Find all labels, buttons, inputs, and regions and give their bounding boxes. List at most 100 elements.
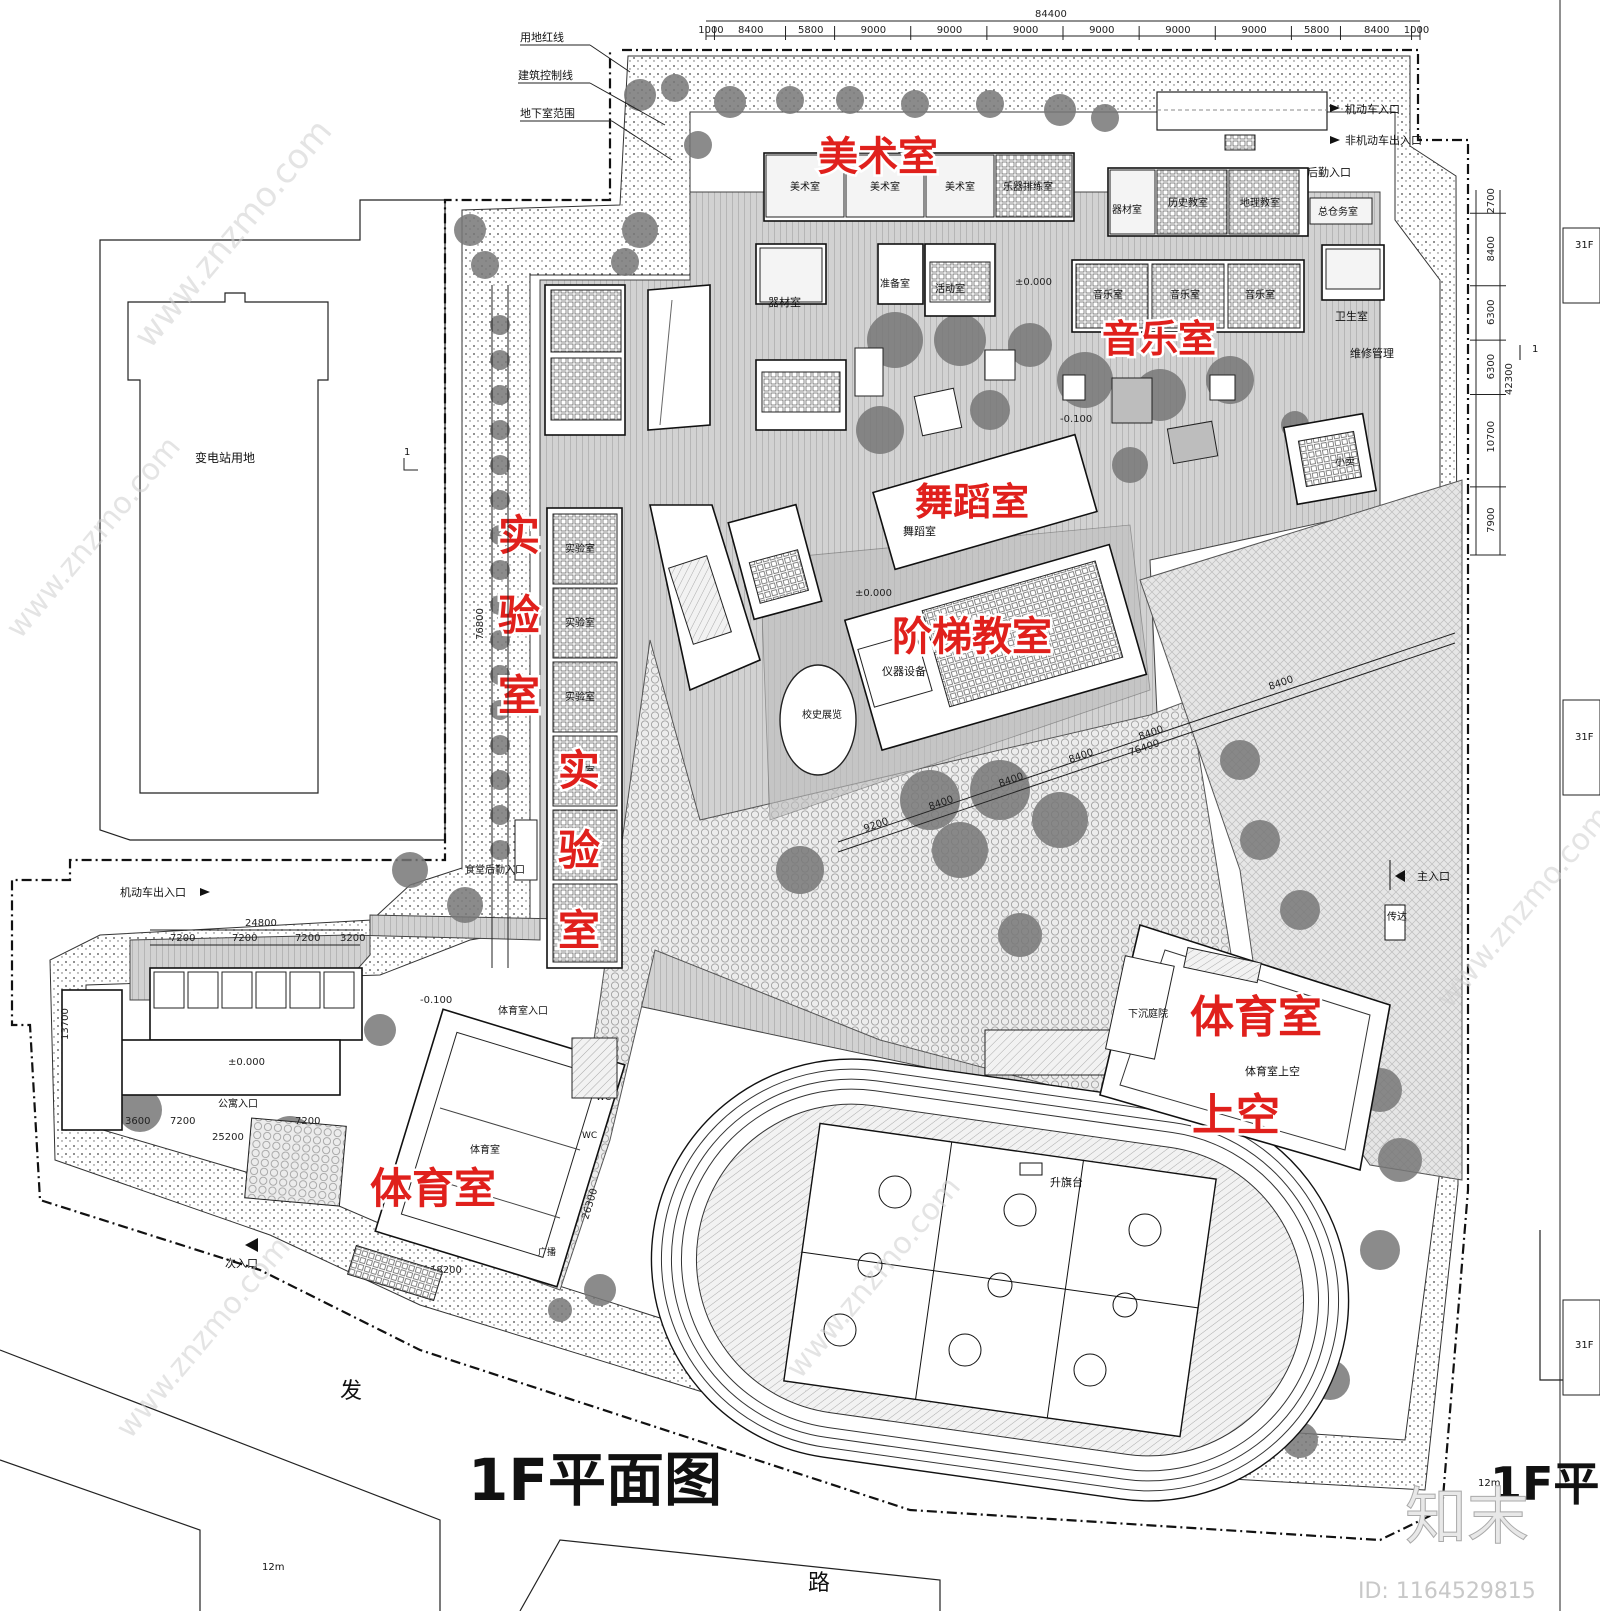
flag-platform: 升旗台: [1050, 1175, 1083, 1189]
apartment-unit: [323, 971, 355, 1009]
apt-dim-s2: 7200: [170, 1116, 195, 1127]
road-width-2: 12m: [1478, 1478, 1500, 1489]
apt-dim-b: 7200: [232, 933, 257, 944]
activity-room: 活动室: [935, 282, 965, 295]
apt-dim-a: 7200: [170, 933, 195, 944]
gym-left-title: 体育室: [370, 1164, 496, 1213]
art-room-title: 美术室: [818, 134, 938, 180]
road-name-2: 路: [808, 1571, 830, 1596]
site-boundary: [10, 48, 1470, 1542]
lab-column: 实验室 实验室 实验室 实验室 实验室 食堂后勤入口: [465, 507, 623, 969]
gym-void-label: 体育室上空: [1245, 1064, 1300, 1078]
music-room-title: 音乐室: [1102, 317, 1216, 361]
lab-title-char: 验: [558, 826, 600, 875]
right-dim-segment: 10700: [1486, 421, 1497, 453]
lab-title-char: 实: [558, 746, 600, 795]
apartment-unit: [289, 971, 321, 1009]
lab-room-4: 实验室: [565, 764, 595, 777]
art-room-3: 美术室: [945, 180, 975, 193]
top-dim-segment: 8400: [738, 25, 763, 36]
section-mark-right: 1: [1532, 344, 1538, 355]
lecture-hall: 仪器设备 ±0.000 阶梯教室: [843, 543, 1148, 752]
lab-room-3: 实验室: [565, 690, 595, 703]
right-dim-total: 42300: [1504, 363, 1515, 395]
top-dim-segment: 1000: [698, 25, 723, 36]
top-dim-segment: 9000: [1089, 25, 1114, 36]
lab-title-char: 室: [558, 906, 600, 955]
gym-right-title-2: 上空: [1192, 1090, 1280, 1141]
history-classroom: 历史教室: [1168, 196, 1208, 209]
level-plaza-a: ±0.000: [1015, 277, 1052, 288]
legend-build-line: 建筑控制线: [518, 68, 573, 82]
lab-dimensions: 76800: [475, 285, 509, 968]
vehicle-exit-label: 机动车出入口: [120, 885, 186, 899]
gym-dim-width: 18200: [430, 1265, 462, 1276]
exhibit-label: 校史展览: [802, 708, 842, 721]
lab-room-2: 实验室: [565, 616, 595, 629]
art-room-1: 美术室: [790, 180, 820, 193]
steps-left: [571, 1037, 618, 1099]
storage-room: 总仓务室: [1318, 205, 1358, 218]
music-rehearsal-room: 乐器排练室: [1003, 180, 1053, 193]
vehicle-ramp: 机动车入口 非机动车出入口: [1156, 91, 1422, 151]
level-apartment-b: -0.100: [420, 995, 452, 1006]
dance-room-small: 舞蹈室: [903, 524, 936, 538]
north-west-classrooms: [544, 284, 626, 436]
gym-left-room: 体育室: [470, 1143, 500, 1156]
image-id: ID: 1164529815: [1358, 1579, 1536, 1604]
main-entrance: 传达 主入口: [1384, 860, 1450, 941]
level-apartment: ±0.000: [228, 1057, 265, 1068]
equipment-room-mid: 器材室: [768, 295, 801, 309]
sports-field: 升旗台: [650, 1058, 1350, 1502]
right-dim-segment: 6300: [1486, 300, 1497, 325]
substation-plot: 变电站用地 1: [99, 199, 446, 841]
top-dim-segment: 8400: [1364, 25, 1389, 36]
lab-title-b: 实验室: [556, 744, 603, 958]
lab-title-char: 实: [498, 511, 540, 560]
apartment-unit: [255, 971, 287, 1009]
wc-2: WC: [582, 1131, 597, 1141]
repair-room: 维修管理: [1350, 346, 1394, 360]
lab-title-a: 实验室: [496, 509, 543, 723]
music-room-1: 音乐室: [1093, 288, 1123, 301]
right-dim-segment: 7900: [1486, 507, 1497, 532]
canteen-logistics-entrance: 食堂后勤入口: [465, 863, 525, 876]
apartment-unit: [153, 971, 185, 1009]
apartment-unit: [221, 971, 253, 1009]
legend-basement: 地下室范围: [520, 106, 575, 120]
top-dim-total: 84400: [1035, 9, 1067, 20]
prep-room: 准备室: [880, 277, 910, 290]
substation-label: 变电站用地: [195, 450, 255, 465]
logo-mark: 知末: [1405, 1480, 1529, 1553]
neighbour-tower-1: 31F: [1575, 240, 1594, 251]
lab-room-1: 实验室: [565, 542, 595, 555]
apt-dim-c: 7200: [295, 933, 320, 944]
mid-north-block: 器材室 准备室 活动室 ±0.000 -0.100: [755, 243, 1236, 465]
secondary-entrance: 次入口: [225, 1238, 258, 1270]
instrument-room: 仪器设备: [882, 664, 926, 678]
top-dim-segment: 9000: [1241, 25, 1266, 36]
top-dim-segment: 1000: [1404, 25, 1429, 36]
apt-dim-s3: 7200: [295, 1116, 320, 1127]
lab-title-char: 验: [498, 591, 540, 640]
history-exhibit: 校史展览: [779, 664, 857, 776]
lab-title-char: 室: [498, 671, 540, 720]
neighbour-tower-3: 31F: [1575, 1340, 1594, 1351]
top-dim-segment: 5800: [1304, 25, 1329, 36]
lab-dim-total: 76800: [475, 608, 486, 640]
apt-dim-depth: 13700: [60, 1008, 71, 1040]
top-dim-segment: 9000: [937, 25, 962, 36]
lecture-hall-title: 阶梯教室: [892, 614, 1052, 660]
road-name-1: 发: [340, 1379, 362, 1404]
gym-left: 体育室 WC WC 广播 体育室入口 18200 26300 体育室: [346, 1004, 626, 1302]
clinic-room: 卫生室: [1335, 309, 1368, 323]
music-room-2: 音乐室: [1170, 288, 1200, 301]
art-room-2: 美术室: [870, 180, 900, 193]
apt-dim-d: 3200: [340, 933, 365, 944]
top-dim-segment: 9000: [1165, 25, 1190, 36]
music-block: 音乐室 音乐室 音乐室 音乐室 卫生室 维修管理 小卖: [1071, 244, 1394, 506]
